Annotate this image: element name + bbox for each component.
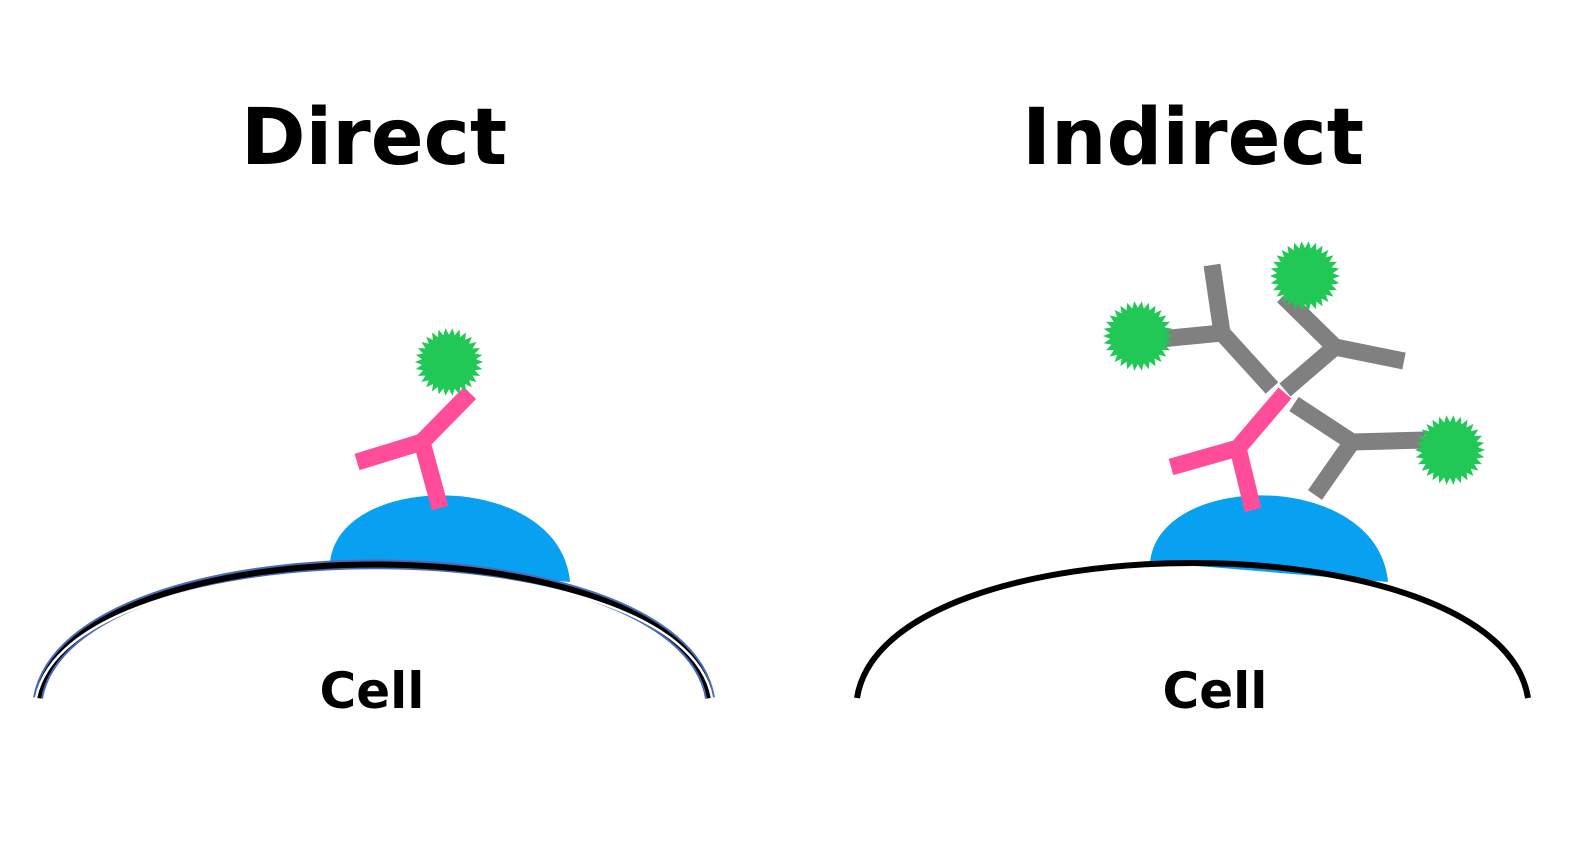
indirect-cell-label: Cell [1163,662,1268,720]
indirect-panel: Indirect Cell [854,93,1531,720]
direct-title: Direct [241,93,507,183]
direct-panel: Direct Cell [33,93,715,720]
secondary-antibody-1 [1149,263,1279,394]
indirect-fluorophore-2 [1270,241,1340,311]
indirect-primary-antibody [1168,387,1292,512]
direct-cell-membrane [33,559,715,699]
direct-primary-antibody [354,387,477,511]
indirect-cell-membrane [854,560,1531,699]
indirect-fluorophore-3 [1415,415,1485,485]
direct-cell-label: Cell [320,662,425,720]
direct-fluorophore [415,328,483,396]
secondary-antibody-3 [1289,396,1426,500]
indirect-title: Indirect [1022,93,1364,183]
indirect-fluorophore-1 [1103,301,1173,371]
secondary-antibody-2 [1277,289,1406,397]
